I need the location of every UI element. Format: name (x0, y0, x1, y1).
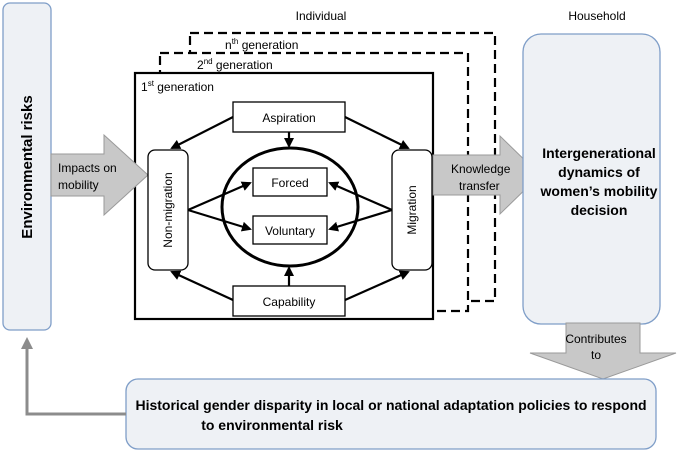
nth-rest: generation (238, 38, 298, 52)
arrow-capability-to-non-migration (170, 270, 234, 301)
aspiration-label: Aspiration (262, 111, 315, 125)
policy-box (125, 378, 657, 450)
arrow-capability-to-migration (344, 270, 410, 302)
arrow-aspiration-to-non-migration (170, 116, 234, 149)
knowledge-label-line2: transfer (459, 179, 500, 193)
nth-generation-label: nth generation (225, 37, 298, 52)
household-header: Household (568, 9, 625, 23)
impacts-label-line2: mobility (58, 178, 99, 192)
voluntary-label: Voluntary (265, 224, 315, 238)
voluntary-box (252, 215, 328, 245)
knowledge-label-line1: Knowledge (451, 162, 511, 176)
first-generation-label: 1st generation (141, 79, 214, 94)
second-sup: nd (204, 57, 213, 66)
household-line4: decision (571, 202, 628, 218)
mobility-type-ellipse (220, 146, 360, 268)
impacts-arrow (50, 133, 149, 217)
arrow-aspiration-to-migration (344, 116, 410, 149)
knowledge-transfer-arrow (432, 134, 541, 216)
first-sup: st (148, 79, 155, 88)
environmental-risks-label: Environmental risks (19, 95, 36, 238)
forced-box (252, 167, 328, 197)
first-base: 1 (141, 80, 148, 94)
contributes-arrow (529, 322, 677, 380)
forced-label: Forced (271, 176, 308, 190)
nth-base: n (225, 38, 232, 52)
migration-label: Migration (405, 185, 419, 234)
household-line3: women’s mobility (540, 183, 658, 199)
contributes-label-line1: Contributes (565, 332, 626, 346)
arrow-migration-to-forced (328, 181, 393, 212)
second-rest: generation (213, 58, 273, 72)
nth-sup: th (232, 37, 239, 46)
individual-header: Individual (296, 9, 347, 23)
second-base: 2 (197, 58, 204, 72)
non-migration-label: Non-migration (161, 172, 175, 247)
second-generation-label: 2nd generation (197, 57, 273, 72)
policy-line2: to environmental risk (201, 417, 343, 433)
contributes-label-line2: to (591, 348, 601, 362)
feedback-arrow (21, 337, 126, 416)
capability-label: Capability (263, 295, 316, 309)
policy-line1: Historical gender disparity in local or … (135, 397, 646, 413)
arrow-non-migration-to-forced (187, 181, 252, 212)
household-line1: Intergenerational (542, 145, 656, 161)
arrow-non-migration-to-voluntary (187, 208, 252, 232)
household-line2: dynamics of (558, 164, 640, 180)
first-rest: generation (154, 80, 214, 94)
impacts-label-line1: Impacts on (58, 161, 117, 175)
arrow-migration-to-voluntary (328, 208, 393, 232)
